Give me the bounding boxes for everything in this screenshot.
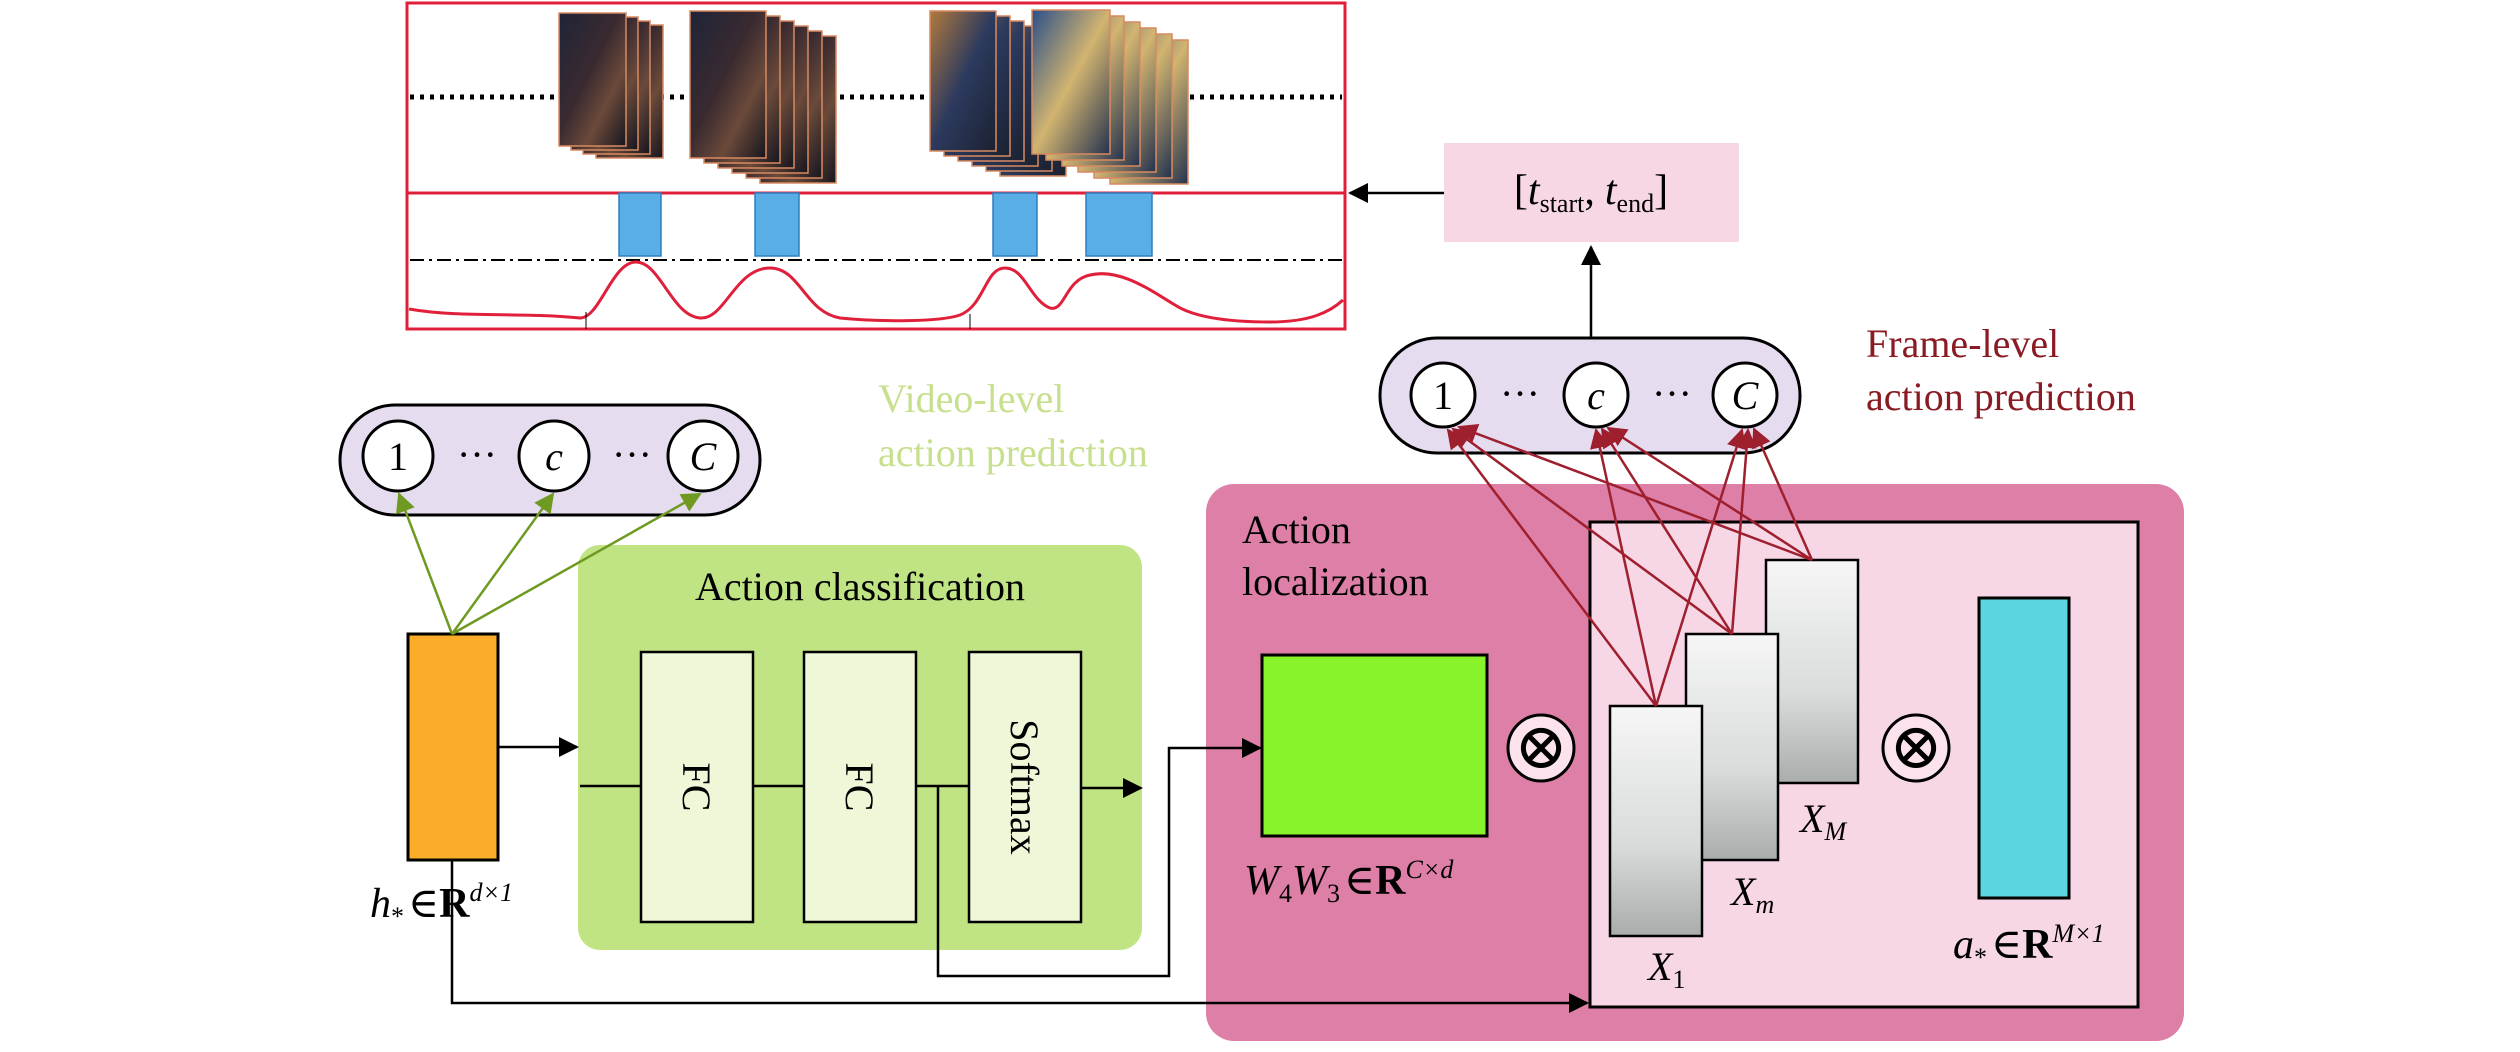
video-timeline-panel [405,1,1347,331]
action-score-curve [408,260,1345,324]
video-class-node [517,419,591,493]
frame-class-ellipsis: ··· [1652,371,1692,416]
video-frame-stack [558,12,664,159]
video-class-node [361,419,435,493]
otimes-operator [1506,713,1576,783]
frame-class-node [1711,361,1779,429]
weight-matrix-block [1260,653,1489,838]
frame-class-label: c [1587,373,1605,418]
detected-segment-bar [1085,192,1153,257]
video-level-label: Video-level [878,376,1064,421]
video-class-ellipsis: ··· [612,432,652,477]
video-class-label: c [545,434,563,479]
fc-layer-1-label: FC [674,763,719,812]
softmax-layer [967,650,1083,924]
fc-layer-2-label: FC [837,763,882,812]
feature-x-M-label: XM [1798,796,1847,846]
frame-class-node [1409,361,1477,429]
video-level-label: action prediction [878,430,1148,475]
frame-level-label: Frame-level [1866,321,2059,366]
detected-segment-bar [754,192,800,257]
video-panel-frame [405,1,1347,331]
arrow-fc-to-weight [936,738,1262,978]
feature-x-1-label: X1 [1646,944,1685,994]
detected-segment-bar [618,192,662,257]
frame-feature-connections [1446,423,1814,707]
arrow-h-to-localization [450,860,1589,1013]
attention-vector-block [1977,596,2071,900]
feature-x-m-label: Xm [1729,869,1774,919]
feature-x-1 [1608,704,1704,938]
softmax-layer-label: Softmax [1002,719,1047,855]
video-class-label: C [690,434,718,479]
flow-connections [450,737,1589,1013]
detected-segment-bar [992,192,1038,257]
weight-matrix-label: W4W3∈RC×d [1244,855,1454,908]
frame-class-label: C [1732,373,1760,418]
h-feature-vector [406,632,500,862]
video-level-prediction: 1 ··· c ··· C [338,403,762,517]
video-class-label: 1 [388,434,408,479]
otimes-symbol: ⊗ [1514,711,1568,782]
attention-vector-label: a*∈RM×1 [1953,919,2105,972]
frame-level-label: action prediction [1866,374,2136,419]
otimes-operator [1881,713,1951,783]
video-class-node [666,419,740,493]
frame-class-label: 1 [1433,373,1453,418]
frame-class-node [1562,361,1630,429]
fc-layer-1 [639,650,755,924]
frame-level-prediction: 1 ··· c ··· C [1378,336,1802,455]
classification-title: Action classification [695,564,1025,609]
video-frame-stack [689,10,837,184]
video-class-ellipsis: ··· [457,432,497,477]
output-interval-box: [tstart,tend] [1444,143,1739,242]
localization-title: Action [1242,507,1351,552]
output-interval-text: [tstart,tend] [1514,168,1668,218]
video-level-connections [396,492,702,636]
otimes-symbol: ⊗ [1889,711,1943,782]
action-localization-panel: Action localization W4W3∈RC×d ⊗ XM Xm X1… [1206,484,2184,1041]
frame-class-ellipsis: ··· [1500,371,1540,416]
localization-title: localization [1242,559,1429,604]
feature-x-M [1764,558,1860,785]
action-classification-panel: Action classification FC FC Softmax [578,545,1142,950]
video-frame-stack [1031,9,1189,185]
h-feature-label: h*∈Rd×1 [370,878,513,931]
